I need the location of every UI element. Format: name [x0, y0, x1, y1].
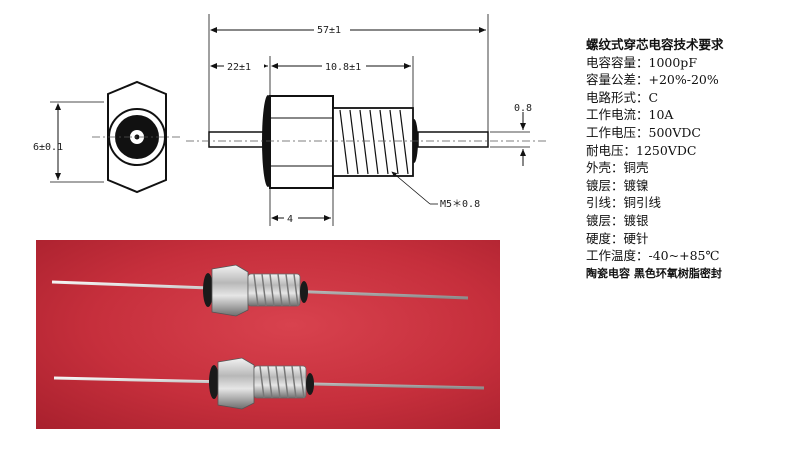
diameter-label: 6±0.1	[33, 142, 63, 153]
lead-diameter-label: 0.8	[514, 103, 532, 114]
spec-line: 镀层：镀镍	[586, 177, 649, 193]
spec-line: 容量公差：+20%-20%	[586, 72, 719, 88]
spec-line: 电路形式：C	[586, 89, 659, 105]
side-view	[186, 95, 546, 189]
spec-line: 工作温度：-40~+85℃	[586, 248, 720, 264]
body-length-label: 10.8±1	[325, 62, 361, 73]
spec-title: 螺纹式穿芯电容技术要求	[586, 37, 724, 52]
lead-length-dimension: 22±1	[210, 56, 271, 96]
spec-list: 螺纹式穿芯电容技术要求 电容容量：1000pF 容量公差：+20%-20% 电路…	[586, 36, 724, 282]
end-view	[92, 80, 182, 194]
spec-line: 工作电流：10A	[586, 107, 674, 123]
thread-callout: M5＊0.8	[391, 171, 480, 210]
spec-line: 硬度：硬针	[586, 230, 649, 246]
diameter-dimension: 6±0.1	[33, 101, 104, 183]
body-length-dimension: 10.8±1	[271, 56, 414, 108]
capacitor-photo-bottom	[53, 357, 485, 410]
total-length-dimension: 57±1	[208, 14, 489, 132]
spec-footer: 陶瓷电容 黑色环氧树脂密封	[586, 266, 722, 280]
hex-width-label: 4	[287, 214, 293, 225]
total-length-label: 57±1	[317, 25, 341, 36]
spec-line: 工作电压：500VDC	[586, 124, 701, 140]
lead-diameter-dimension: 0.8	[490, 103, 532, 166]
spec-line: 电容容量：1000pF	[586, 54, 697, 70]
spec-line: 引线：铜引线	[586, 195, 662, 211]
spec-line: 镀层：镀银	[586, 212, 649, 228]
hex-width-dimension: 4	[269, 188, 334, 226]
lead-length-label: 22±1	[227, 62, 251, 73]
spec-line: 外壳：铜壳	[586, 160, 649, 176]
product-photo	[36, 240, 500, 429]
spec-line: 耐电压：1250VDC	[586, 142, 697, 158]
capacitor-photo-top	[51, 264, 469, 317]
thread-label: M5＊0.8	[440, 199, 480, 210]
technical-drawing: 6±0.1 57±1	[33, 14, 546, 226]
